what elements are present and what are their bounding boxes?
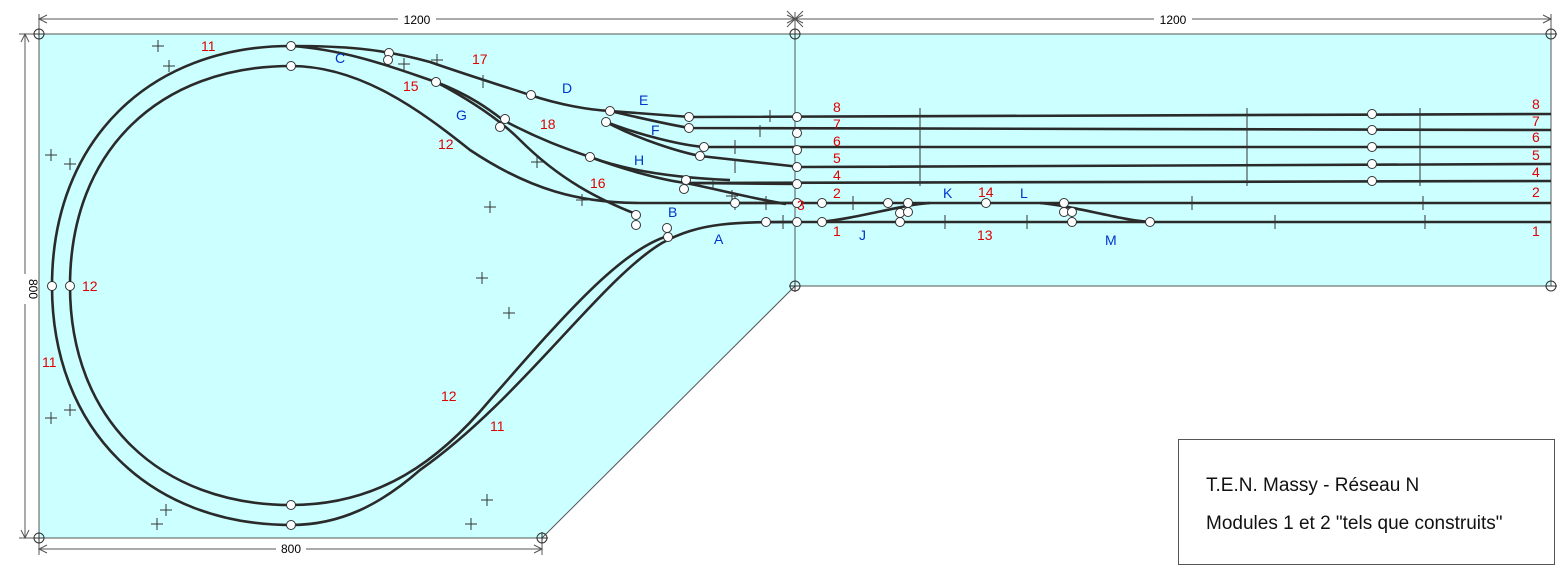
label-6: 6: [833, 133, 841, 149]
label-1: 1: [833, 223, 841, 239]
title-line-2: Modules 1 et 2 "tels que construits": [1206, 513, 1503, 534]
label-18: 18: [540, 116, 556, 132]
label-K: K: [943, 185, 953, 201]
label-8: 8: [833, 99, 841, 115]
label-J: J: [859, 227, 866, 243]
label-r8: 8: [1532, 96, 1540, 112]
label-15: 15: [403, 78, 419, 94]
label-r2: 2: [1532, 184, 1540, 200]
dim-bottom: 800: [281, 542, 301, 556]
label-r1: 1: [1532, 223, 1540, 239]
label-12-left: 12: [82, 278, 98, 294]
label-2: 2: [833, 185, 841, 201]
title-block: T.E.N. Massy - Réseau N Modules 1 et 2 "…: [1178, 439, 1555, 565]
label-C: C: [335, 50, 345, 66]
label-r5: 5: [1532, 147, 1540, 163]
label-M: M: [1105, 232, 1117, 248]
label-B: B: [668, 204, 677, 220]
label-11-top: 11: [201, 38, 216, 54]
label-H: H: [634, 152, 644, 168]
label-12-low: 12: [441, 388, 457, 404]
label-14: 14: [978, 184, 994, 200]
label-G: G: [456, 107, 467, 123]
label-L: L: [1020, 185, 1028, 201]
label-E: E: [639, 92, 648, 108]
label-16: 16: [590, 175, 606, 191]
label-r7: 7: [1532, 113, 1540, 129]
dim-top-right: 1200: [1160, 13, 1187, 27]
label-7: 7: [833, 116, 841, 132]
track-nodes: [47, 41, 1377, 530]
label-4: 4: [833, 167, 841, 183]
label-3: 3: [797, 197, 805, 213]
module-2-board: [794, 33, 1552, 287]
label-5: 5: [833, 150, 841, 166]
crosshair-markers: [45, 40, 738, 530]
dim-top-left: 1200: [404, 13, 431, 27]
label-r4: 4: [1532, 164, 1540, 180]
title-line-1: T.E.N. Massy - Réseau N: [1206, 475, 1420, 496]
label-A: A: [714, 231, 724, 247]
outer-loop-track: [50, 44, 801, 527]
label-r6: 6: [1532, 129, 1540, 145]
module-1-board: [38, 33, 796, 539]
label-12-mid: 12: [438, 136, 454, 152]
label-11-low: 11: [490, 418, 505, 434]
label-11-left: 11: [42, 354, 57, 370]
label-13: 13: [977, 227, 993, 243]
label-17: 17: [472, 51, 488, 67]
dim-left: 800: [26, 279, 40, 299]
corner-markers: [33, 28, 1557, 544]
label-F: F: [651, 122, 660, 138]
label-D: D: [562, 80, 572, 96]
